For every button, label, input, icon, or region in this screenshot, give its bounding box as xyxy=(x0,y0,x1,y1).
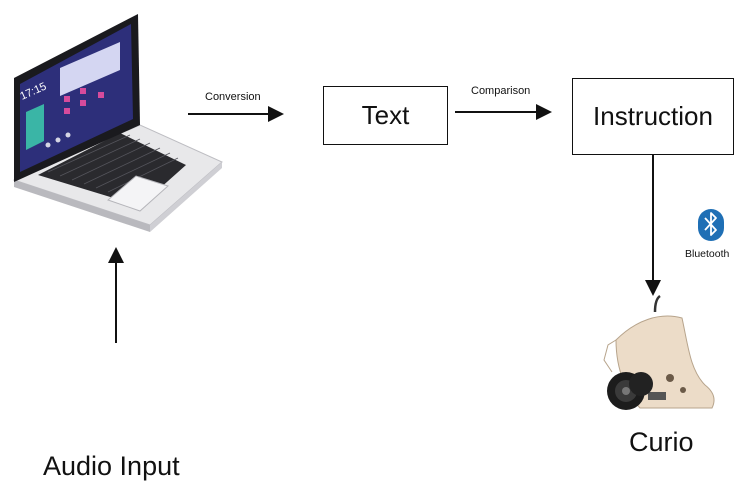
comparison-label: Comparison xyxy=(471,85,531,97)
instruction-box: Instruction xyxy=(572,78,734,155)
bluetooth-icon xyxy=(698,209,724,241)
curio-label: Curio xyxy=(629,427,694,457)
text-box: Text xyxy=(323,86,448,145)
waveform-icon xyxy=(46,338,188,438)
laptop-icon: 17:15 xyxy=(12,14,223,232)
robot-image xyxy=(603,294,715,410)
bluetooth-label: Bluetooth xyxy=(685,248,730,260)
conversion-label: Conversion xyxy=(205,91,261,103)
audio-input-label: Audio Input xyxy=(43,451,180,481)
